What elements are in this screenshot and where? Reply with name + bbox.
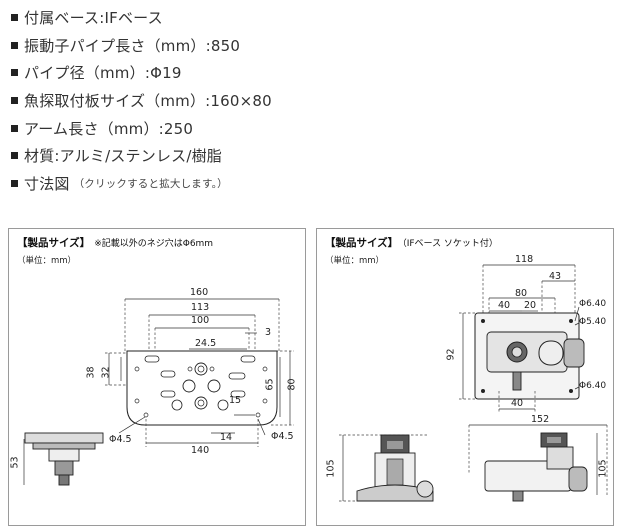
spec-list: 付属ベース:IFベース 振動子パイプ長さ（mm）:850 パイプ径（mm）:Φ1… [8, 4, 608, 197]
dim-40-bottom: 40 [511, 398, 524, 409]
dim-80: 80 [515, 288, 528, 299]
panel-title: 【製品サイズ】※記載以外のネジ穴はΦ6mm [17, 235, 213, 250]
dim-43: 43 [549, 271, 562, 282]
dim-14: 14 [220, 432, 233, 443]
dim-53: 53 [9, 456, 21, 469]
spec-item-pipe-diameter: パイプ径（mm）:Φ19 [8, 59, 608, 87]
bullet-icon [11, 124, 18, 132]
dim-118: 118 [515, 254, 534, 265]
dim-160: 160 [190, 287, 209, 298]
dim-40-top: 40 [498, 300, 511, 311]
dim-phi-5-40: Φ5.40 [579, 317, 607, 327]
dim-80: 80 [286, 378, 298, 391]
dim-152: 152 [531, 414, 550, 425]
spec-item-dimension-drawing[interactable]: 寸法図 （クリックすると拡大します。） [8, 170, 608, 198]
spec-item-material: 材質:アルミ/ステンレス/樹脂 [8, 142, 608, 170]
spec-item-pipe-length: 振動子パイプ長さ（mm）:850 [8, 32, 608, 60]
dim-32: 32 [100, 366, 112, 379]
spec-text: 付属ベース:IFベース [24, 9, 163, 28]
dim-20: 20 [524, 300, 537, 311]
bullet-icon [11, 14, 18, 22]
spec-text: 寸法図 [24, 174, 70, 193]
dim-65: 65 [264, 378, 276, 391]
bullet-icon [11, 152, 18, 160]
plate-drawing-svg [23, 298, 294, 486]
dim-92: 92 [445, 348, 457, 361]
bullet-icon [11, 41, 18, 49]
dim-phi-6-40-bottom: Φ6.40 [579, 381, 607, 391]
spec-item-plate-size: 魚探取付板サイズ（mm）:160×80 [8, 87, 608, 115]
socket-note: （IFベース ソケット付） [402, 239, 498, 249]
panel-title-text: 【製品サイズ】 [325, 237, 399, 249]
dimension-drawing-plate[interactable]: 【製品サイズ】※記載以外のネジ穴はΦ6mm （単位：mm） [8, 228, 306, 526]
spec-item-arm-length: アーム長さ（mm）:250 [8, 114, 608, 142]
dim-phi-4-5-right: Φ4.5 [271, 431, 294, 442]
unit-label: （単位：mm） [325, 256, 385, 266]
spec-text: 振動子パイプ長さ（mm）:850 [24, 36, 241, 55]
if-base-drawing-svg [339, 264, 608, 502]
dim-15: 15 [229, 395, 242, 406]
dim-105-left: 105 [325, 459, 337, 478]
dim-24-5: 24.5 [195, 338, 217, 349]
panel-title: 【製品サイズ】（IFベース ソケット付） [325, 235, 498, 250]
spec-item-base: 付属ベース:IFベース [8, 4, 608, 32]
panel-title-text: 【製品サイズ】 [17, 237, 91, 249]
spec-text: アーム長さ（mm）:250 [24, 119, 194, 138]
dim-113: 113 [191, 302, 210, 313]
dim-3: 3 [265, 327, 272, 338]
dim-38: 38 [85, 366, 97, 379]
spec-text: 魚探取付板サイズ（mm）:160×80 [24, 92, 272, 111]
dim-phi-4-5-left: Φ4.5 [109, 434, 132, 445]
spec-text: 材質:アルミ/ステンレス/樹脂 [24, 147, 223, 166]
dim-140: 140 [191, 445, 210, 456]
dim-phi-6-40-top: Φ6.40 [579, 299, 607, 309]
bullet-icon [11, 69, 18, 77]
bullet-icon [11, 179, 18, 187]
enlarge-note: （クリックすると拡大します。） [73, 177, 228, 190]
dimension-drawing-if-base[interactable]: 【製品サイズ】（IFベース ソケット付） （単位：mm） [316, 228, 614, 526]
unit-label: （単位：mm） [17, 256, 77, 266]
screw-hole-note: ※記載以外のネジ穴はΦ6mm [94, 239, 214, 249]
spec-text: パイプ径（mm）:Φ19 [24, 64, 182, 83]
bullet-icon [11, 97, 18, 105]
dim-100: 100 [191, 315, 210, 326]
dim-105-right: 105 [597, 459, 609, 478]
